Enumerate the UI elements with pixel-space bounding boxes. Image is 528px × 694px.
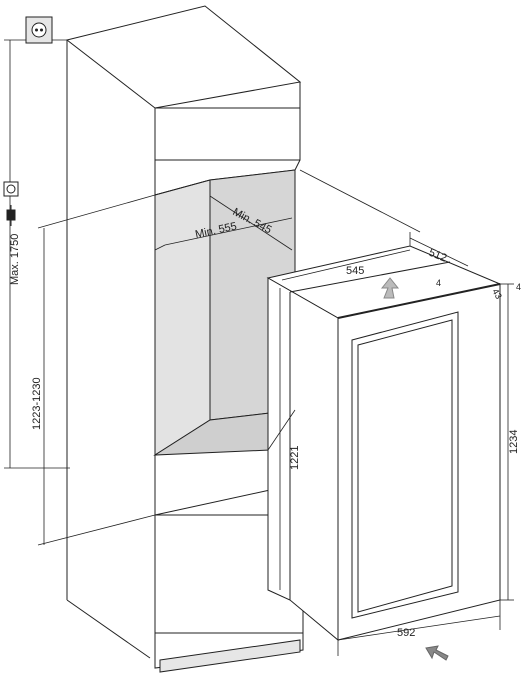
plug-icon	[6, 205, 16, 226]
door-offset-label: 4	[436, 278, 441, 288]
niche-height-label: 1223-1230	[31, 377, 43, 430]
airflow-up-arrow-icon	[380, 277, 400, 299]
hinge-gap-label: 43	[490, 287, 504, 301]
appliance-width-label: 545	[346, 265, 364, 277]
appliance-height-label: 1221	[289, 446, 301, 470]
side-gap-label: 4	[516, 282, 521, 292]
max-height-label: Max. 1750	[9, 234, 21, 285]
socket-symbol-icon	[3, 181, 19, 197]
appliance	[266, 245, 502, 642]
airflow-front-arrow-icon	[425, 645, 449, 661]
total-height-label: 1234	[508, 430, 520, 454]
dimension-lines	[4, 39, 514, 656]
door-width-label: 592	[397, 627, 415, 639]
power-socket-icon	[25, 16, 53, 44]
